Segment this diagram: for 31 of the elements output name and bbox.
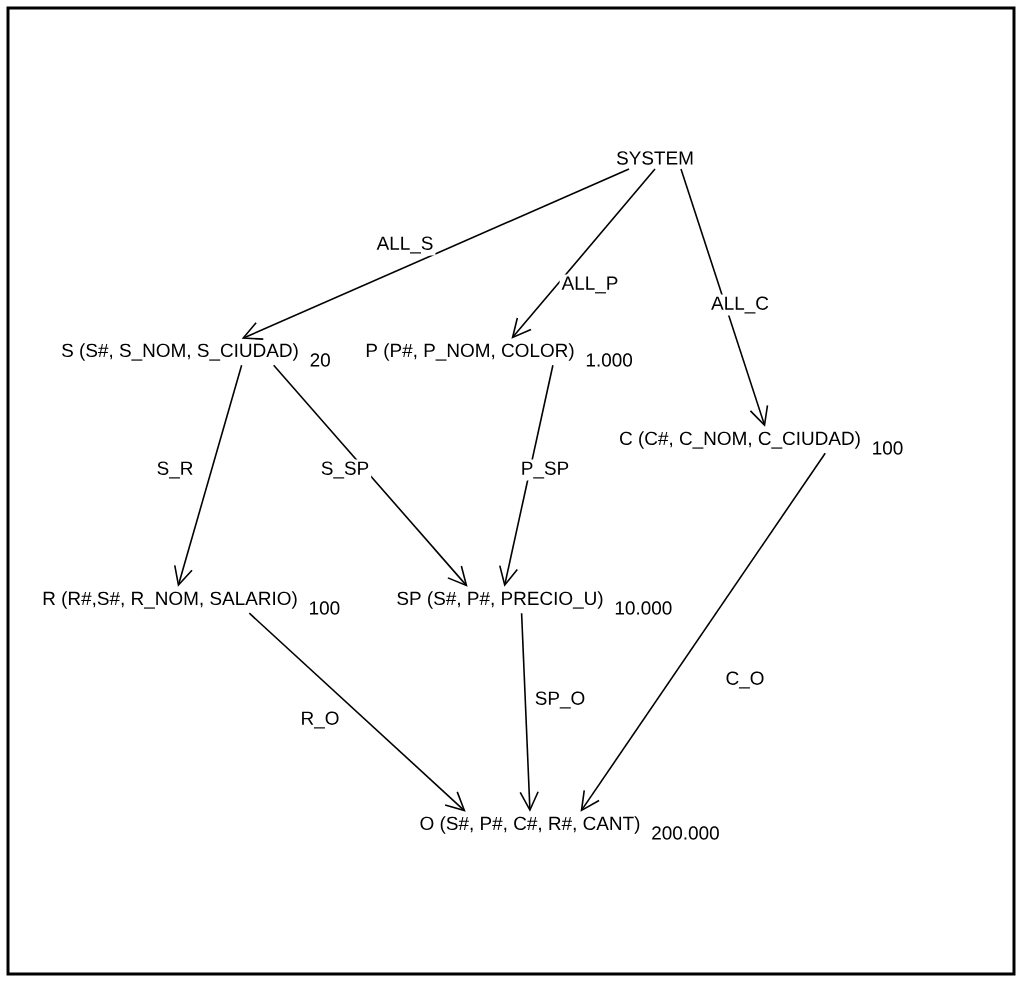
edge-label: R_O (298, 709, 342, 731)
arrow (511, 168, 656, 339)
arrow (173, 364, 243, 587)
cardinality: 200.000 (652, 826, 719, 840)
arrow (241, 168, 630, 340)
edge-label: S_SP (318, 459, 372, 481)
relation-label: SP (S#, P#, PRECIO_U) (397, 591, 603, 609)
relation-label: R (R#,S#, R_NOM, SALARIO) (43, 591, 297, 609)
cardinality: 100 (873, 441, 903, 455)
edge-label: C_O (723, 669, 767, 691)
arrow (580, 452, 826, 812)
edge-label: S_R (154, 459, 196, 481)
relation-label: C (C#, C_NOM, C_CIUDAD) (620, 431, 860, 449)
cardinality: 1.000 (586, 353, 633, 367)
cardinality: 20 (310, 353, 330, 367)
edge-label: ALL_P (559, 274, 621, 296)
arrow (248, 612, 466, 812)
cardinality: 100 (310, 601, 340, 615)
relation-label: O (S#, P#, C#, R#, CANT) (420, 816, 640, 834)
arrow (272, 364, 468, 587)
edge-label: P_SP (518, 459, 572, 481)
relation-label: SYSTEM (616, 151, 693, 165)
edge-label: ALL_C (709, 294, 771, 316)
edge-label: ALL_S (374, 234, 436, 256)
edge-label: SP_O (532, 689, 588, 711)
arrow (519, 612, 539, 812)
arrow (680, 168, 769, 427)
cardinality: 10.000 (615, 601, 672, 615)
arrow (499, 364, 554, 587)
relation-label: P (P#, P_NOM, COLOR) (366, 343, 574, 361)
relation-label: S (S#, S_NOM, S_CIUDAD) (62, 343, 298, 361)
